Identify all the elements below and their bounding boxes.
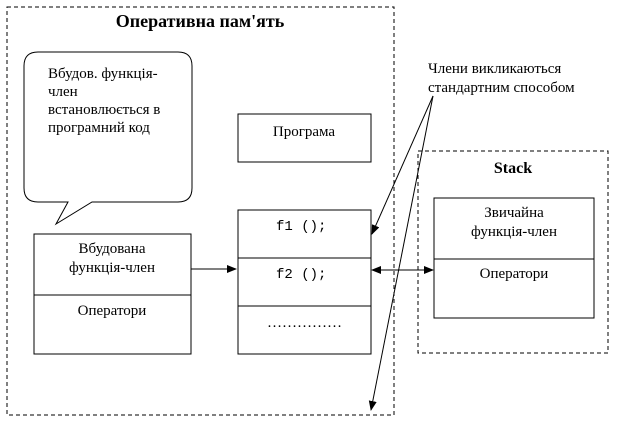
callout-bubble [23,51,193,226]
code-dots: …………… [267,315,342,331]
note-arrow-to-f1 [371,95,434,235]
code-box [237,209,372,355]
inline-member-body-label: Оператори [78,303,147,319]
stack-member-title-line-2: функція-член [471,224,557,240]
program-box [237,113,372,163]
note-arrow-to-bottom [368,95,434,411]
stack-member-body-label: Оператори [480,266,549,282]
stack-region [417,150,609,354]
note-line-1: Члени викликаються [428,61,561,77]
code-line-f1: f1 (); [276,219,326,235]
note-line-2: стандартним способом [428,80,575,96]
code-line-f2: f2 (); [276,267,326,283]
memory-title: Оперативна пам'ять [116,11,285,31]
stack-member-box [433,197,595,319]
program-label: Програма [273,124,336,140]
callout-line-1: Вбудов. функція- [48,66,158,82]
memory-region [6,6,395,416]
callout-line-3: встановлюється в [48,102,160,118]
stack-title: Stack [494,160,532,177]
inline-member-box [33,233,192,355]
callout-line-4: програмний код [48,120,150,136]
stack-member-title-line-1: Звичайна [484,205,544,221]
inline-member-title-line-2: функція-член [69,260,155,276]
inline-member-title-line-1: Вбудована [79,241,146,257]
callout-line-2: член [48,84,78,100]
